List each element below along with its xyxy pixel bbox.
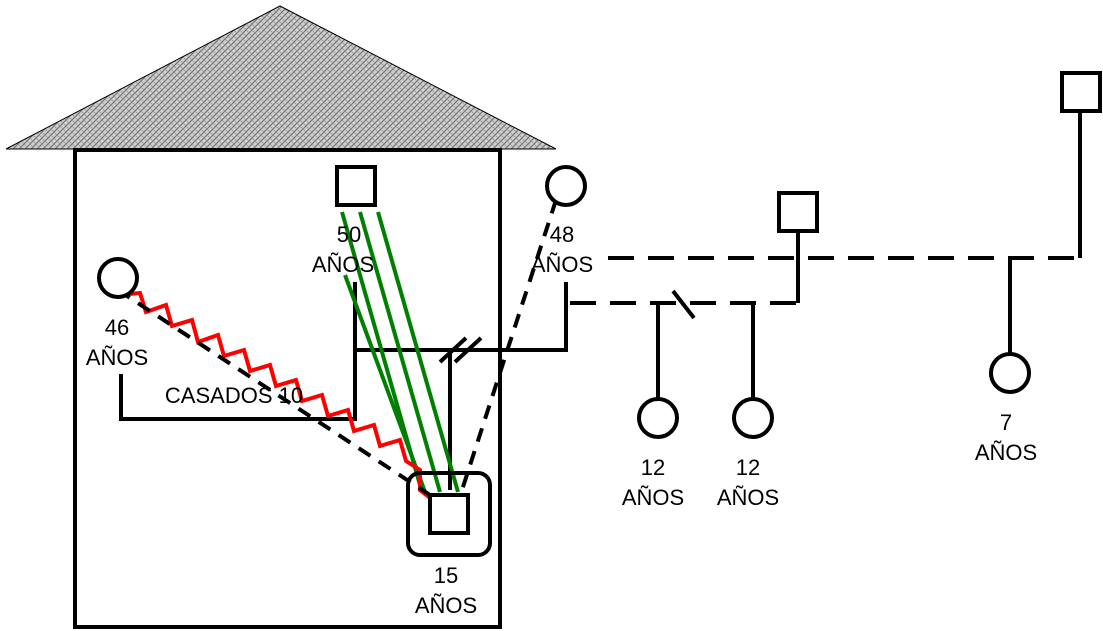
person-48-female	[545, 165, 587, 207]
label-46-unit: AÑOS	[86, 345, 148, 370]
label-15-unit: AÑOS	[415, 593, 477, 618]
distant-line-48-15	[460, 199, 558, 491]
person-46-female	[97, 257, 139, 299]
children-line-46-50	[355, 282, 568, 352]
label-50-unit: AÑOS	[312, 252, 374, 277]
close-bond-50-15	[340, 211, 460, 493]
label-12a-unit: AÑOS	[622, 485, 684, 510]
person-male-far-right	[1060, 71, 1102, 113]
label-50-age: 50	[337, 222, 361, 247]
person-12a-female	[637, 397, 679, 439]
person-7-female	[989, 352, 1031, 394]
label-12b-age: 12	[736, 455, 760, 480]
person-15-outer-frame	[406, 471, 492, 557]
label-7-age: 7	[1000, 410, 1012, 435]
separation-mark	[671, 289, 696, 320]
person-50-male	[335, 165, 377, 207]
label-15-age: 15	[434, 563, 458, 588]
person-male-middle-right	[777, 191, 819, 233]
label-46-age: 46	[105, 315, 129, 340]
label-48-age: 48	[550, 222, 574, 247]
conflict-line-46-15	[117, 290, 432, 500]
label-married: CASADOS 10	[165, 383, 303, 408]
house-roof	[5, 5, 557, 150]
house-outline	[73, 148, 502, 629]
label-7-unit: AÑOS	[975, 440, 1037, 465]
label-12b-unit: AÑOS	[717, 485, 779, 510]
label-48-unit: AÑOS	[531, 252, 593, 277]
label-12a-age: 12	[641, 455, 665, 480]
person-12b-female	[732, 397, 774, 439]
divorce-mark-2	[453, 336, 483, 364]
divorce-mark-1	[438, 336, 468, 364]
person-15-male	[428, 493, 470, 535]
